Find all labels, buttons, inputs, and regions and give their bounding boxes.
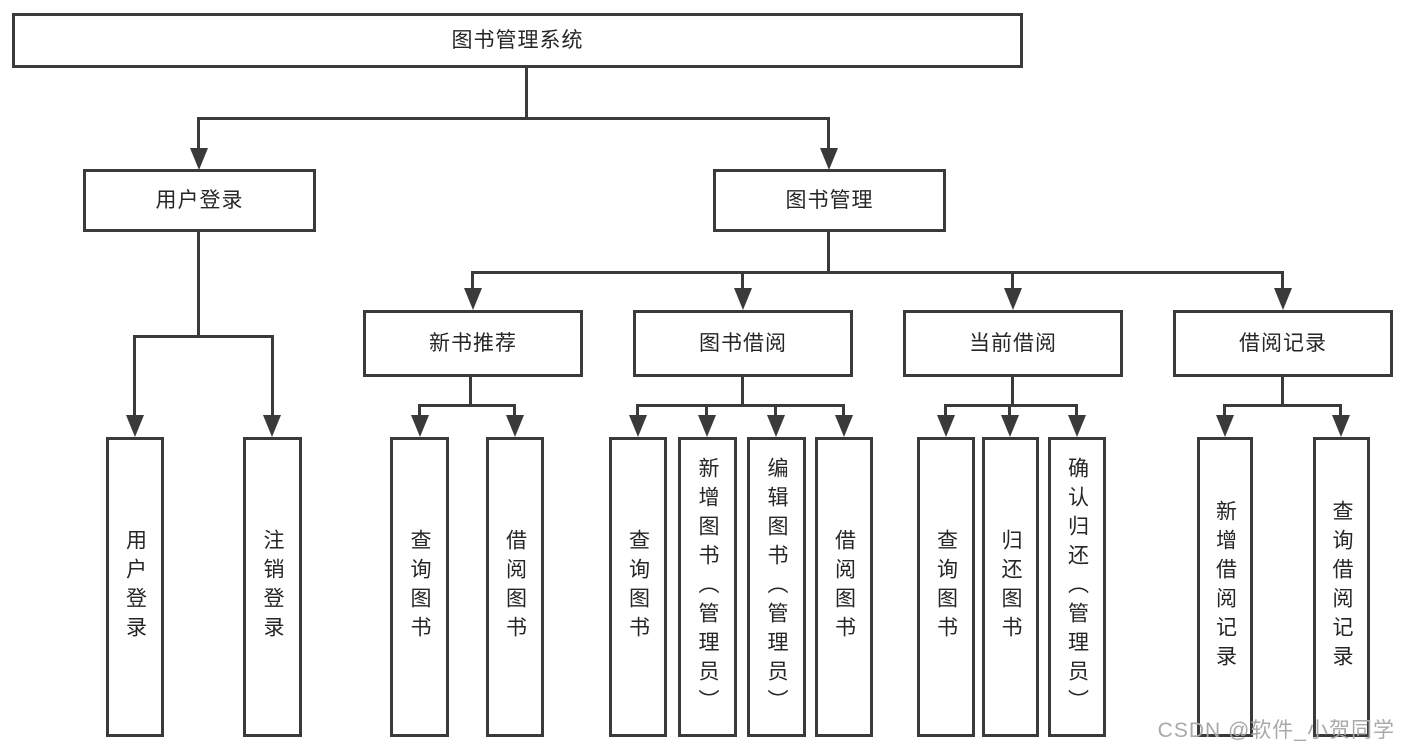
leaf-query-borrow-record: 查询借阅记录 [1313,437,1370,737]
connector-level3-drop [471,271,474,291]
connector-leaf-drop [513,404,516,417]
leaf-label: 新增借阅记录 [1213,500,1237,674]
connector-leaf-drop [1075,404,1078,417]
connector-leaf-drop [636,404,639,417]
connector-leaf-drop [705,404,708,417]
leaf-confirm-return-admin: 确认归还（管理员） [1048,437,1106,737]
leaf-add-borrow-record: 新增借阅记录 [1197,437,1253,737]
arrow-down-icon [734,288,752,310]
arrow-down-icon [767,415,785,437]
arrow-down-icon [1004,288,1022,310]
arrow-down-icon [1274,288,1292,310]
leaf-label: 查询借阅记录 [1330,500,1353,674]
connector-bar [1223,404,1342,407]
node-current-borrow: 当前借阅 [903,310,1123,377]
connector-book-mgmt-stem [827,232,830,274]
connector-stem [1011,377,1014,406]
arrow-down-icon [698,415,716,437]
connector-leaf-drop [418,404,421,417]
connector-root-bar [197,117,830,120]
node-new-book-recommend: 新书推荐 [363,310,583,377]
connector-leaf-drop [774,404,777,417]
connector-leaf-drop [1339,404,1342,417]
connector-leaf-drop [944,404,947,417]
connector-bar [944,404,1078,407]
connector-leaf-drop [271,335,274,415]
node-borrow-records: 借阅记录 [1173,310,1393,377]
leaf-query-books-borrow: 查询图书 [609,437,667,737]
node-book-management: 图书管理 [713,169,946,232]
connector-leaf-drop [1223,404,1226,417]
leaf-label: 借阅图书 [832,529,856,645]
node-library-system: 图书管理系统 [12,13,1023,68]
leaf-label: 查询图书 [934,529,958,645]
connector-level3-drop [1281,271,1284,291]
leaf-label: 新增图书（管理员） [696,456,719,718]
leaf-return-books: 归还图书 [982,437,1039,737]
leaf-label: 用户登录 [123,529,147,645]
connector-leaf-drop [842,404,845,417]
connector-level3-drop [741,271,744,291]
arrow-down-icon [190,148,208,170]
arrow-down-icon [820,148,838,170]
connector-stem [469,377,472,406]
arrow-down-icon [126,415,144,437]
leaf-borrow-books: 借阅图书 [815,437,873,737]
leaf-query-books-current: 查询图书 [917,437,975,737]
connector-leaf-drop [133,335,136,415]
leaf-label: 确认归还（管理员） [1065,456,1089,718]
leaf-add-book-admin: 新增图书（管理员） [678,437,737,737]
arrow-down-icon [1332,415,1350,437]
leaf-edit-book-admin: 编辑图书（管理员） [747,437,806,737]
leaf-label: 借阅图书 [503,529,527,645]
connector-book-mgmt-drop [827,117,830,150]
connector-user-login-stem [197,232,200,338]
leaf-label: 查询图书 [626,529,650,645]
connector-bar [636,404,844,407]
leaf-query-books-recommend: 查询图书 [390,437,449,737]
leaf-borrow-books-recommend: 借阅图书 [486,437,544,737]
arrow-down-icon [506,415,524,437]
csdn-watermark: CSDN @软件_小贺同学 [1157,719,1395,742]
leaf-label: 编辑图书（管理员） [765,456,788,718]
connector-user-login-bar [133,335,274,338]
leaf-label: 查询图书 [408,529,431,645]
arrow-down-icon [464,288,482,310]
connector-level3-bar [471,271,1284,274]
connector-stem [741,377,744,406]
leaf-label: 归还图书 [999,529,1022,645]
arrow-down-icon [1216,415,1234,437]
arrow-down-icon [1068,415,1086,437]
arrow-down-icon [835,415,853,437]
arrow-down-icon [411,415,429,437]
connector-leaf-drop [1008,404,1011,417]
connector-user-login-drop [197,117,200,150]
node-user-login: 用户登录 [83,169,316,232]
leaf-label: 注销登录 [261,529,284,645]
connector-bar [418,404,515,407]
arrow-down-icon [937,415,955,437]
leaf-logout: 注销登录 [243,437,302,737]
leaf-user-login: 用户登录 [106,437,164,737]
arrow-down-icon [629,415,647,437]
connector-stem [1281,377,1284,406]
node-book-borrow: 图书借阅 [633,310,853,377]
connector-root-stem [525,68,528,120]
connector-level3-drop [1011,271,1014,291]
arrow-down-icon [263,415,281,437]
arrow-down-icon [1001,415,1019,437]
